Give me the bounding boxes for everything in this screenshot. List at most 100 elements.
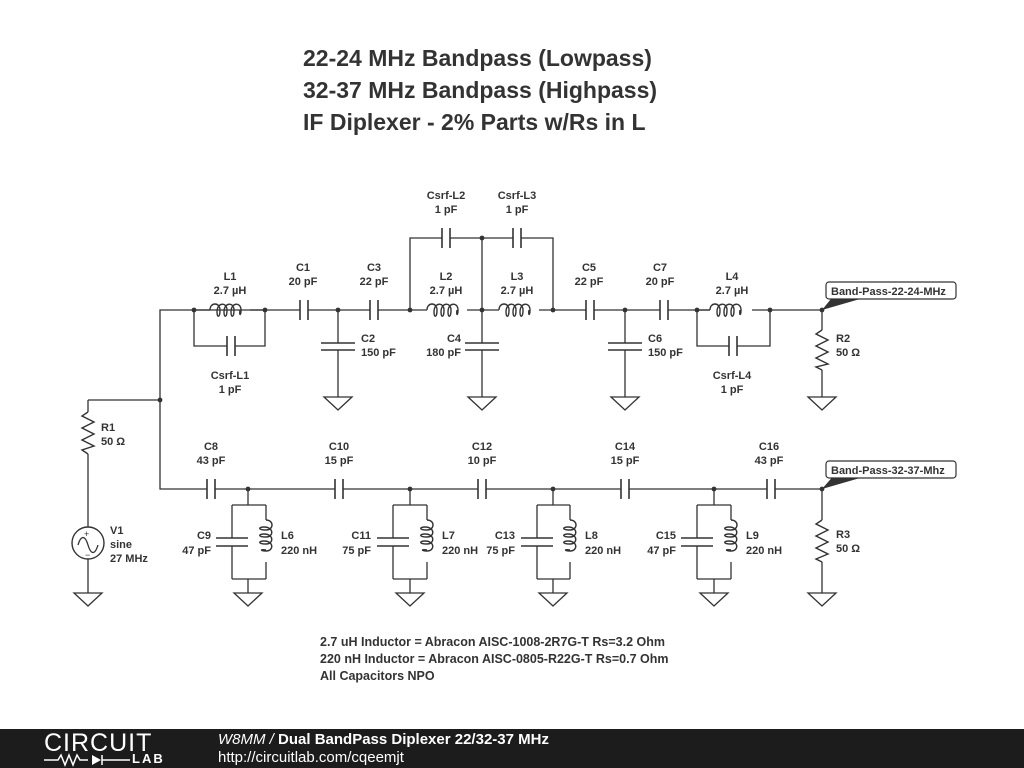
label-L7-name: L7 bbox=[442, 530, 455, 542]
label-V1-type: sine bbox=[110, 539, 132, 551]
label-V1-value: 27 MHz bbox=[110, 553, 148, 565]
label-C6-name: C6 bbox=[648, 333, 662, 345]
label-Csrf-L3-value: 1 pF bbox=[506, 204, 529, 216]
net-label-out2: Band-Pass-32-37-Mhz bbox=[822, 460, 957, 489]
label-Csrf-L1-name: Csrf-L1 bbox=[211, 370, 250, 382]
label-R3-name: R3 bbox=[836, 529, 850, 541]
label-C16-value: 43 pF bbox=[755, 455, 784, 467]
inductors bbox=[209, 303, 742, 552]
label-L9-name: L9 bbox=[746, 530, 759, 542]
label-C9-name: C9 bbox=[197, 530, 211, 542]
label-L8-name: L8 bbox=[585, 530, 598, 542]
net-label-text: Band-Pass-32-37-Mhz bbox=[831, 465, 945, 477]
label-C1-name: C1 bbox=[296, 262, 310, 274]
resistor-R2 bbox=[813, 329, 831, 371]
label-C7-value: 20 pF bbox=[646, 276, 675, 288]
ground-icon bbox=[466, 396, 498, 411]
voltage-source-V1: + − bbox=[71, 526, 105, 560]
label-Csrf-L4-name: Csrf-L4 bbox=[713, 370, 752, 382]
inductor-L8 bbox=[563, 519, 577, 552]
note-line-2: 220 nH Inductor = Abracon AISC-0805-R22G… bbox=[320, 652, 669, 666]
note-line-3: All Capacitors NPO bbox=[320, 669, 435, 683]
label-C2-name: C2 bbox=[361, 333, 375, 345]
label-C2-value: 150 pF bbox=[361, 347, 396, 359]
label-R3-value: 50 Ω bbox=[836, 543, 860, 555]
inductor-L6 bbox=[259, 519, 273, 552]
title-line-2: 32-37 MHz Bandpass (Highpass) bbox=[303, 77, 658, 103]
label-C15-value: 47 pF bbox=[647, 545, 676, 557]
label-L1-name: L1 bbox=[224, 271, 237, 283]
label-R2-name: R2 bbox=[836, 333, 850, 345]
ground-icon bbox=[609, 396, 641, 411]
label-Csrf-L3-name: Csrf-L3 bbox=[498, 190, 537, 202]
label-L3-name: L3 bbox=[511, 271, 524, 283]
label-Csrf-L4-value: 1 pF bbox=[721, 384, 744, 396]
footer-title: W8MM / Dual BandPass Diplexer 22/32-37 M… bbox=[218, 731, 549, 748]
label-C3-name: C3 bbox=[367, 262, 381, 274]
label-C13-value: 75 pF bbox=[486, 545, 515, 557]
svg-text:−: − bbox=[85, 550, 90, 560]
label-R2-value: 50 Ω bbox=[836, 347, 860, 359]
ground-icon bbox=[806, 592, 838, 607]
label-L8-value: 220 nH bbox=[585, 545, 621, 557]
label-C1-value: 20 pF bbox=[289, 276, 318, 288]
label-L3-value: 2.7 µH bbox=[501, 285, 534, 297]
label-C11-value: 75 pF bbox=[342, 545, 371, 557]
ground-icon bbox=[232, 592, 264, 607]
wires bbox=[87, 237, 823, 593]
circuit-wave-icon bbox=[44, 753, 130, 767]
label-L4-value: 2.7 µH bbox=[716, 285, 749, 297]
label-L7-value: 220 nH bbox=[442, 545, 478, 557]
label-C8-value: 43 pF bbox=[197, 455, 226, 467]
label-L6-name: L6 bbox=[281, 530, 294, 542]
resistor-R3 bbox=[814, 519, 830, 563]
net-label-text: Band-Pass-22-24-MHz bbox=[831, 286, 946, 298]
label-C12-value: 10 pF bbox=[468, 455, 497, 467]
label-C4-value: 180 pF bbox=[426, 347, 461, 359]
label-C15-name: C15 bbox=[656, 530, 676, 542]
ground-icon bbox=[72, 592, 104, 607]
footer-bar: CIRCUIT LAB W8MM / Dual BandPass Diplexe… bbox=[0, 729, 1024, 768]
ground-icon bbox=[698, 592, 730, 607]
label-L6-value: 220 nH bbox=[281, 545, 317, 557]
title-line-1: 22-24 MHz Bandpass (Lowpass) bbox=[303, 45, 652, 71]
junction-dots bbox=[157, 235, 825, 492]
label-C7-name: C7 bbox=[653, 262, 667, 274]
circuitlab-logo-lab: LAB bbox=[132, 751, 165, 766]
label-C13-name: C13 bbox=[495, 530, 515, 542]
net-label-out1: Band-Pass-22-24-MHz bbox=[822, 281, 957, 310]
label-C8-name: C8 bbox=[204, 441, 218, 453]
label-L4-name: L4 bbox=[726, 271, 740, 283]
circuitlab-logo-text: CIRCUIT bbox=[44, 729, 153, 757]
circuit-url-link[interactable]: http://circuitlab.com/cqeemjt bbox=[218, 749, 404, 766]
circuit-title: Dual BandPass Diplexer 22/32-37 MHz bbox=[278, 731, 549, 748]
ground-icon bbox=[537, 592, 569, 607]
title-separator: / bbox=[265, 731, 279, 748]
label-C11-name: C11 bbox=[351, 530, 371, 542]
inductor-L9 bbox=[724, 519, 738, 552]
label-Csrf-L1-value: 1 pF bbox=[219, 384, 242, 396]
inductor-L2 bbox=[426, 303, 459, 317]
label-C14-name: C14 bbox=[615, 441, 636, 453]
inductor-L7 bbox=[420, 519, 434, 552]
resistor-R1 bbox=[80, 411, 96, 455]
label-C4-name: C4 bbox=[447, 333, 462, 345]
label-C3-value: 22 pF bbox=[360, 276, 389, 288]
label-R1-name: R1 bbox=[101, 422, 115, 434]
label-L1-value: 2.7 µH bbox=[214, 285, 247, 297]
label-C12-name: C12 bbox=[472, 441, 492, 453]
label-C16-name: C16 bbox=[759, 441, 779, 453]
label-L2-value: 2.7 µH bbox=[430, 285, 463, 297]
author-link[interactable]: W8MM bbox=[218, 731, 266, 748]
inductor-L1 bbox=[209, 303, 242, 317]
ground-icon bbox=[394, 592, 426, 607]
label-C10-value: 15 pF bbox=[325, 455, 354, 467]
ground-icon bbox=[322, 396, 354, 411]
resistors bbox=[80, 329, 831, 563]
label-C14-value: 15 pF bbox=[611, 455, 640, 467]
capacitor-plates bbox=[206, 228, 776, 547]
inductor-L3 bbox=[498, 303, 531, 317]
ground-icon bbox=[806, 396, 838, 411]
schematic: + − Band-Pass-22-24-MHz Band-Pass-32-37-… bbox=[71, 190, 957, 607]
label-C5-name: C5 bbox=[582, 262, 596, 274]
